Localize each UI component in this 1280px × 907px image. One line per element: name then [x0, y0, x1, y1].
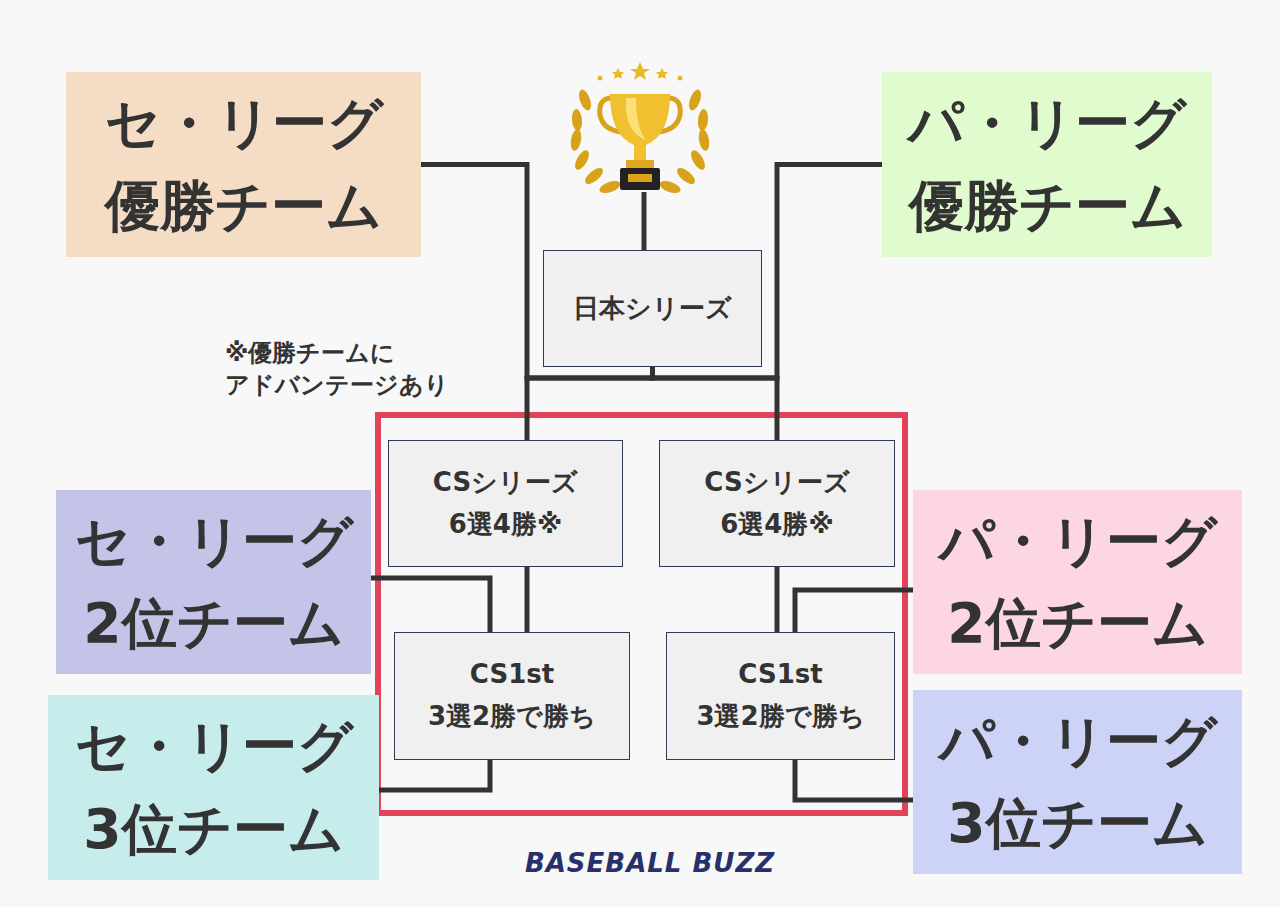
box-text: セ・リーグ 2位チーム — [66, 500, 361, 665]
cs-first-box: CS1st 3選2勝で勝ち — [666, 632, 895, 760]
note-text: ※優勝チームに アドバンテージあり — [225, 337, 515, 402]
team-box: セ・リーグ 優勝チーム — [66, 72, 421, 257]
team-box: セ・リーグ 2位チーム — [56, 490, 371, 674]
trophy-stem — [642, 192, 647, 250]
team-box: パ・リーグ 2位チーム — [913, 490, 1242, 674]
trophy-illustration — [569, 62, 711, 195]
box-text: セ・リーグ 優勝チーム — [76, 82, 411, 247]
box-text: 日本シリーズ — [573, 288, 732, 330]
bracket-line — [379, 760, 490, 790]
bracket-line — [525, 567, 530, 632]
final-box: 日本シリーズ — [543, 250, 762, 367]
box-text: CS1st 3選2勝で勝ち — [404, 654, 620, 737]
box-text: パ・リーグ 2位チーム — [923, 500, 1232, 665]
cs-box: CSシリーズ 6選4勝※ — [659, 440, 895, 567]
bracket-line — [795, 590, 913, 632]
cs-box: CSシリーズ 6選4勝※ — [388, 440, 623, 567]
bracket-line — [653, 367, 778, 440]
box-text: CSシリーズ 6選4勝※ — [398, 462, 613, 545]
bracket-line — [527, 367, 653, 440]
bracket-line — [795, 760, 913, 800]
box-text: パ・リーグ 3位チーム — [923, 700, 1232, 865]
team-box: セ・リーグ 3位チーム — [48, 695, 379, 880]
bracket-line — [775, 567, 780, 632]
cs-first-box: CS1st 3選2勝で勝ち — [394, 632, 630, 760]
team-box: パ・リーグ 3位チーム — [913, 690, 1242, 874]
cs-frame — [378, 415, 905, 813]
box-text: CS1st 3選2勝で勝ち — [676, 654, 885, 737]
box-text: セ・リーグ 3位チーム — [58, 705, 369, 870]
team-box: パ・リーグ 優勝チーム — [882, 72, 1212, 257]
watermark: BASEBALL BUZZ — [500, 848, 800, 879]
bracket-line — [371, 578, 490, 632]
box-text: CSシリーズ 6選4勝※ — [669, 462, 885, 545]
box-text: パ・リーグ 優勝チーム — [892, 82, 1202, 247]
